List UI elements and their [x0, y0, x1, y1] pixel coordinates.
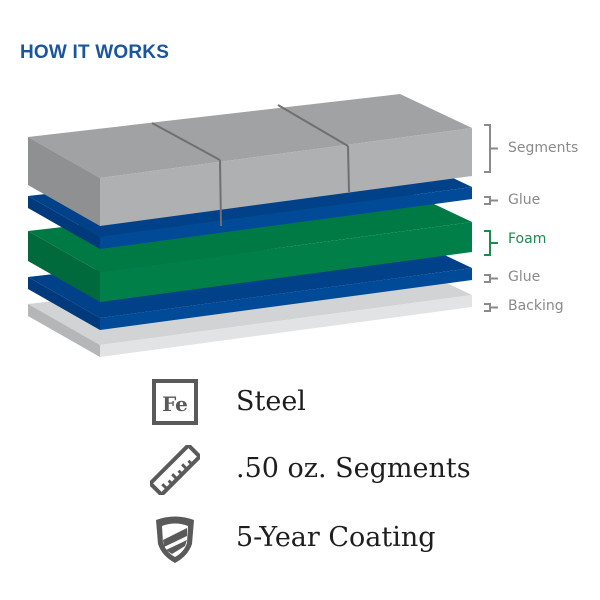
segment-divider [151, 122, 221, 161]
foam-layer-front [100, 222, 472, 302]
foam-bracket [484, 230, 498, 256]
segment-divider [219, 159, 222, 227]
glue-layer-top-front [100, 187, 472, 249]
label-foam: Foam [508, 231, 547, 247]
glue-layer-bottom-front [100, 268, 472, 330]
feature-coating: 5-Year Coating [236, 522, 436, 553]
glue-bottom-bracket [484, 274, 498, 283]
feature-steel: Steel [236, 386, 306, 417]
backing-layer-left [28, 304, 100, 357]
label-glue-bottom: Glue [508, 269, 541, 285]
layer-stack-diagram [28, 94, 498, 357]
label-segments: Segments [508, 140, 579, 156]
segments-layer-top [28, 94, 472, 178]
section-title: HOW IT WORKS [20, 42, 170, 63]
segments-bracket [484, 124, 498, 173]
label-glue-top: Glue [508, 192, 541, 208]
backing-layer-front [100, 295, 472, 357]
segment-divider [277, 104, 349, 147]
label-backing: Backing [508, 298, 564, 314]
segments-layer-front [100, 128, 472, 226]
shield-icon [150, 514, 200, 564]
segment-divider [347, 145, 350, 193]
segments-layer-left [28, 137, 100, 226]
ruler-icon [147, 442, 203, 498]
feature-segments: .50 oz. Segments [236, 453, 471, 484]
glue-top-bracket [484, 196, 498, 205]
iron-symbol: Fe [162, 392, 188, 416]
backing-bracket [484, 303, 498, 312]
iron-element-icon: Fe [150, 378, 200, 428]
glue-layer-top-left [28, 196, 100, 249]
foam-layer-left [28, 231, 100, 302]
glue-layer-bottom-left [28, 277, 100, 330]
